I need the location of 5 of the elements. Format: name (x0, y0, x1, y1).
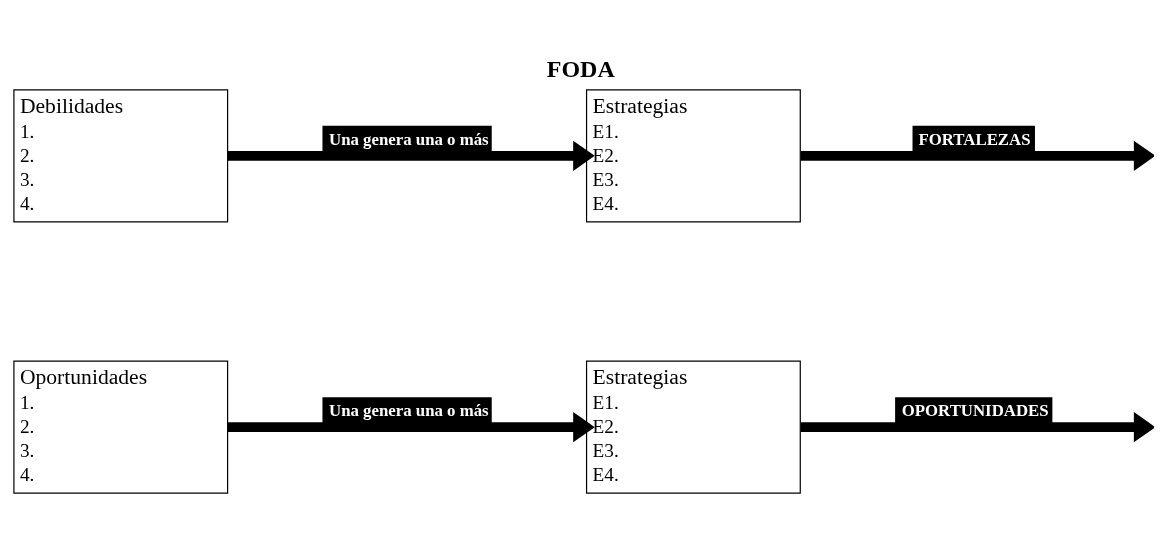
edge-label: OPORTUNIDADES (901, 400, 1049, 420)
diagram-title: FODA (546, 55, 615, 82)
edge-label: Una genera una o más (329, 129, 489, 149)
edge-label: Una genera una o más (329, 400, 489, 420)
edge-label: FORTALEZAS (918, 129, 1031, 149)
